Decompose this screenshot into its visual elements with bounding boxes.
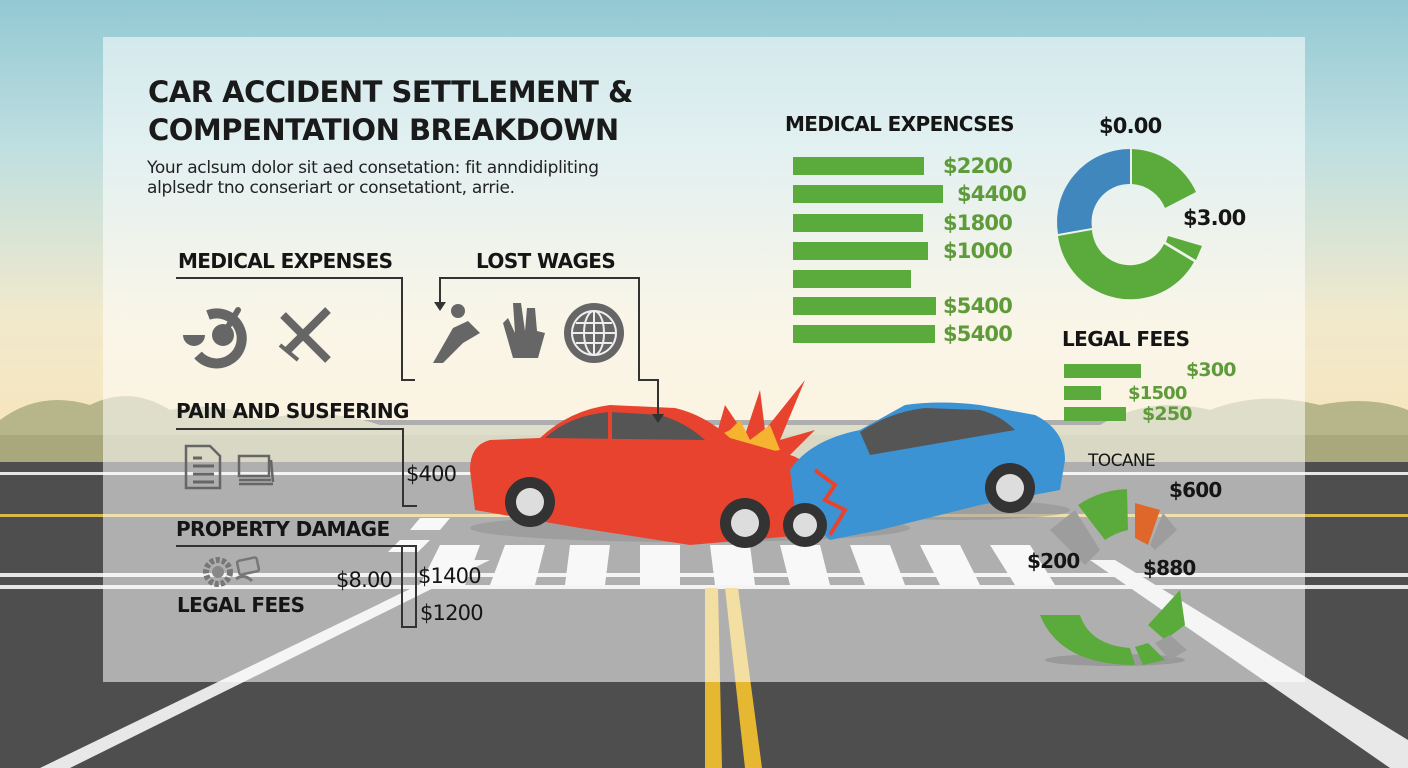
legal-bar-1-label: $300 — [1186, 359, 1236, 381]
pain-suffering-label: PAIN AND SUSFERING — [176, 399, 409, 423]
globe-gear-icon — [564, 303, 624, 363]
bracket-line — [401, 545, 403, 627]
divider — [439, 277, 639, 279]
medical-bar-1-label: $2200 — [943, 154, 1013, 178]
connector-line — [401, 379, 415, 381]
hand-icon — [503, 303, 545, 358]
medical-bar-2 — [793, 185, 943, 203]
bracket-line — [401, 626, 417, 628]
legal-bar-3 — [1064, 407, 1126, 421]
tocane-label-880: $880 — [1143, 556, 1196, 580]
legal-bar-2-label: $1500 — [1128, 383, 1187, 404]
medical-bar-2-label: $4400 — [957, 182, 1027, 206]
tocane-chart-title: TOCANE — [1088, 451, 1156, 471]
medical-expences-chart-title: MEDICAL EXPENCSES — [785, 112, 1015, 136]
car-crash-illustration — [470, 380, 1070, 548]
connector-line — [657, 379, 659, 417]
medical-bar-5 — [793, 270, 911, 288]
bracket-value-1: $1400 — [418, 564, 482, 588]
medical-bar-7-label: $5400 — [943, 322, 1013, 346]
arrow-down-icon — [652, 414, 664, 423]
divider — [176, 428, 404, 430]
gear-icon — [203, 557, 233, 587]
divider — [176, 545, 416, 547]
legal-bar-1 — [1064, 364, 1141, 378]
medical-tools-icon — [278, 307, 331, 363]
lost-wages-label: LOST WAGES — [476, 249, 616, 273]
connector-line — [401, 277, 403, 380]
medical-bar-4-label: $1000 — [943, 239, 1013, 263]
infographic-panel — [103, 37, 1305, 682]
donut-label-right: $3.00 — [1183, 206, 1246, 230]
medical-expenses-label: MEDICAL EXPENSES — [178, 249, 393, 273]
blue-car-icon — [783, 402, 1065, 547]
cards-stack-icon — [237, 454, 275, 486]
legal-fees-label-left: LEGAL FEES — [177, 593, 305, 617]
arrow-down-icon — [434, 302, 446, 311]
medical-bar-4 — [793, 242, 928, 260]
page-title-line1: CAR ACCIDENT SETTLEMENT & — [148, 75, 633, 109]
medical-bar-1 — [793, 157, 924, 175]
page-title-line2: COMPENTATION BREAKDOWN — [148, 113, 619, 147]
legal-bar-3-label: $250 — [1142, 403, 1192, 425]
divider — [176, 277, 402, 279]
medical-bar-6 — [793, 297, 936, 315]
pain-suffering-value: $400 — [406, 462, 457, 486]
bracket-line — [402, 505, 417, 507]
bracket-value-2: $1200 — [420, 601, 484, 625]
legal-bar-2 — [1064, 386, 1101, 400]
property-damage-value: $8.00 — [336, 568, 393, 592]
card-icon — [235, 556, 261, 583]
property-damage-label: PROPERTY DAMAGE — [176, 517, 390, 541]
bracket-line — [402, 428, 404, 506]
stethoscope-icon — [183, 307, 247, 369]
exploded-donut-chart — [1040, 489, 1187, 666]
medical-bar-3-label: $1800 — [943, 211, 1013, 235]
bracket-line — [415, 545, 417, 627]
connector-line — [439, 277, 441, 305]
connector-line — [638, 379, 658, 381]
medical-bar-3 — [793, 214, 923, 232]
subtitle-line1: Your aclsum dolor sit aed consetation: f… — [147, 158, 599, 178]
subtitle-line2: alplsedr tno conseriart or consetationt,… — [147, 178, 515, 198]
donut-label-top: $0.00 — [1099, 114, 1162, 138]
medical-bar-7 — [793, 325, 935, 343]
red-car-icon — [470, 405, 810, 548]
legal-fees-chart-title: LEGAL FEES — [1062, 327, 1190, 351]
document-icon — [184, 444, 222, 490]
injured-arm-icon — [433, 304, 480, 363]
medical-bar-6-label: $5400 — [943, 294, 1013, 318]
connector-line — [638, 277, 640, 380]
tocane-label-200: $200 — [1027, 549, 1080, 573]
tocane-label-600: $600 — [1169, 478, 1222, 502]
donut-chart — [1057, 149, 1202, 300]
